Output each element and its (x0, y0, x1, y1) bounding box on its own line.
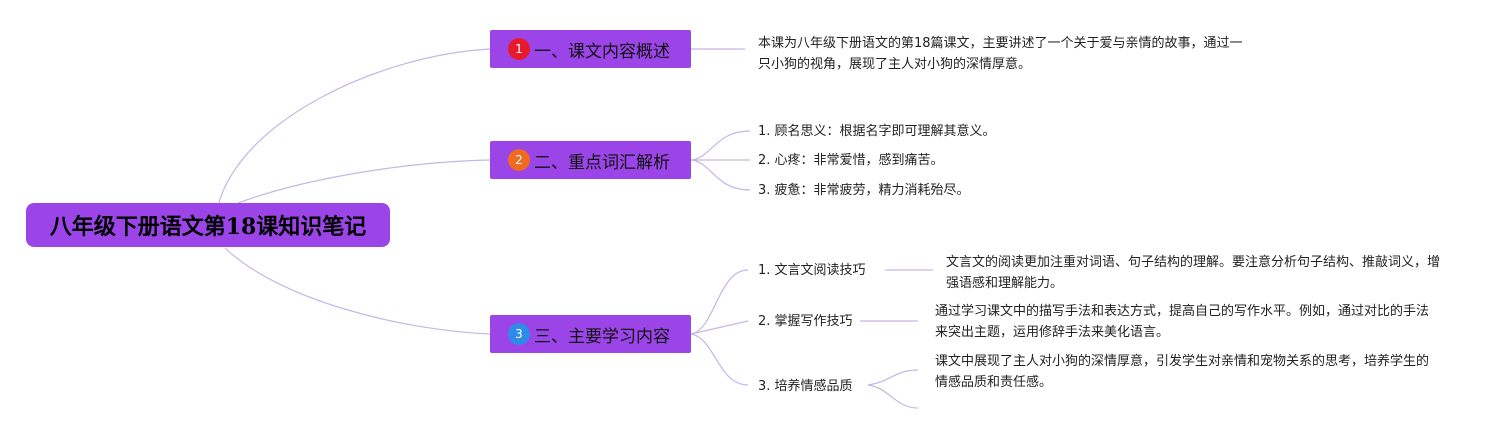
link-item3-desc-bottom (867, 384, 919, 409)
study-item-2-description: 通过学习课文中的描写手法和表达方式，提高自己的写作水平。例如，通过对比的手法来突… (935, 304, 1430, 340)
priority-1-icon: 1 (508, 38, 530, 60)
link-branch2-item3 (690, 159, 751, 191)
link-branch3-item3 (690, 333, 749, 386)
study-item-3-description: 课文中展现了主人对小狗的深情厚意，引发学生对亲情和宠物关系的思考，培养学生的情感… (935, 354, 1430, 390)
branch-node-overview[interactable]: 1 一、课文内容概述 (490, 30, 691, 68)
link-root-branch3 (224, 247, 491, 335)
link-root-branch2 (237, 159, 491, 204)
priority-3-icon: 3 (508, 323, 530, 345)
branch-node-vocabulary[interactable]: 2 二、重点词汇解析 (490, 141, 691, 179)
branch-title: 二、重点词汇解析 (534, 152, 670, 173)
vocab-item-2: 2. 心疼：非常爱惜，感到痛苦。 (758, 153, 944, 168)
link-branch3-item1 (690, 269, 749, 335)
branch-node-study-content[interactable]: 3 三、主要学习内容 (490, 315, 691, 353)
link-branch3-item2 (690, 320, 749, 335)
root-title: 八年级下册语文第18课知识笔记 (49, 214, 367, 240)
priority-2-icon: 2 (508, 149, 530, 171)
study-item-1-label: 1. 文言文阅读技巧 (758, 263, 866, 278)
study-item-1-description: 文言文的阅读更加注重对词语、句子结构的理解。要注意分析句子结构、推敲词义，增强语… (946, 255, 1441, 291)
study-item-2-label: 2. 掌握写作技巧 (758, 314, 853, 329)
branch-title: 一、课文内容概述 (534, 41, 670, 62)
link-root-branch1 (217, 48, 491, 207)
study-item-3-label: 3. 培养情感品质 (758, 379, 853, 394)
root-node[interactable]: 八年级下册语文第18课知识笔记 (26, 203, 390, 247)
link-branch2-item1 (690, 130, 751, 161)
branch-title: 三、主要学习内容 (534, 326, 670, 347)
link-item3-desc-top (867, 369, 919, 386)
vocab-item-1: 1. 顾名思义：根据名字即可理解其意义。 (758, 124, 996, 139)
vocab-item-3: 3. 疲惫：非常疲劳，精力消耗殆尽。 (758, 183, 970, 198)
overview-description: 本课为八年级下册语文的第18篇课文，主要讲述了一个关于爱与亲情的故事，通过一只小… (758, 36, 1243, 72)
